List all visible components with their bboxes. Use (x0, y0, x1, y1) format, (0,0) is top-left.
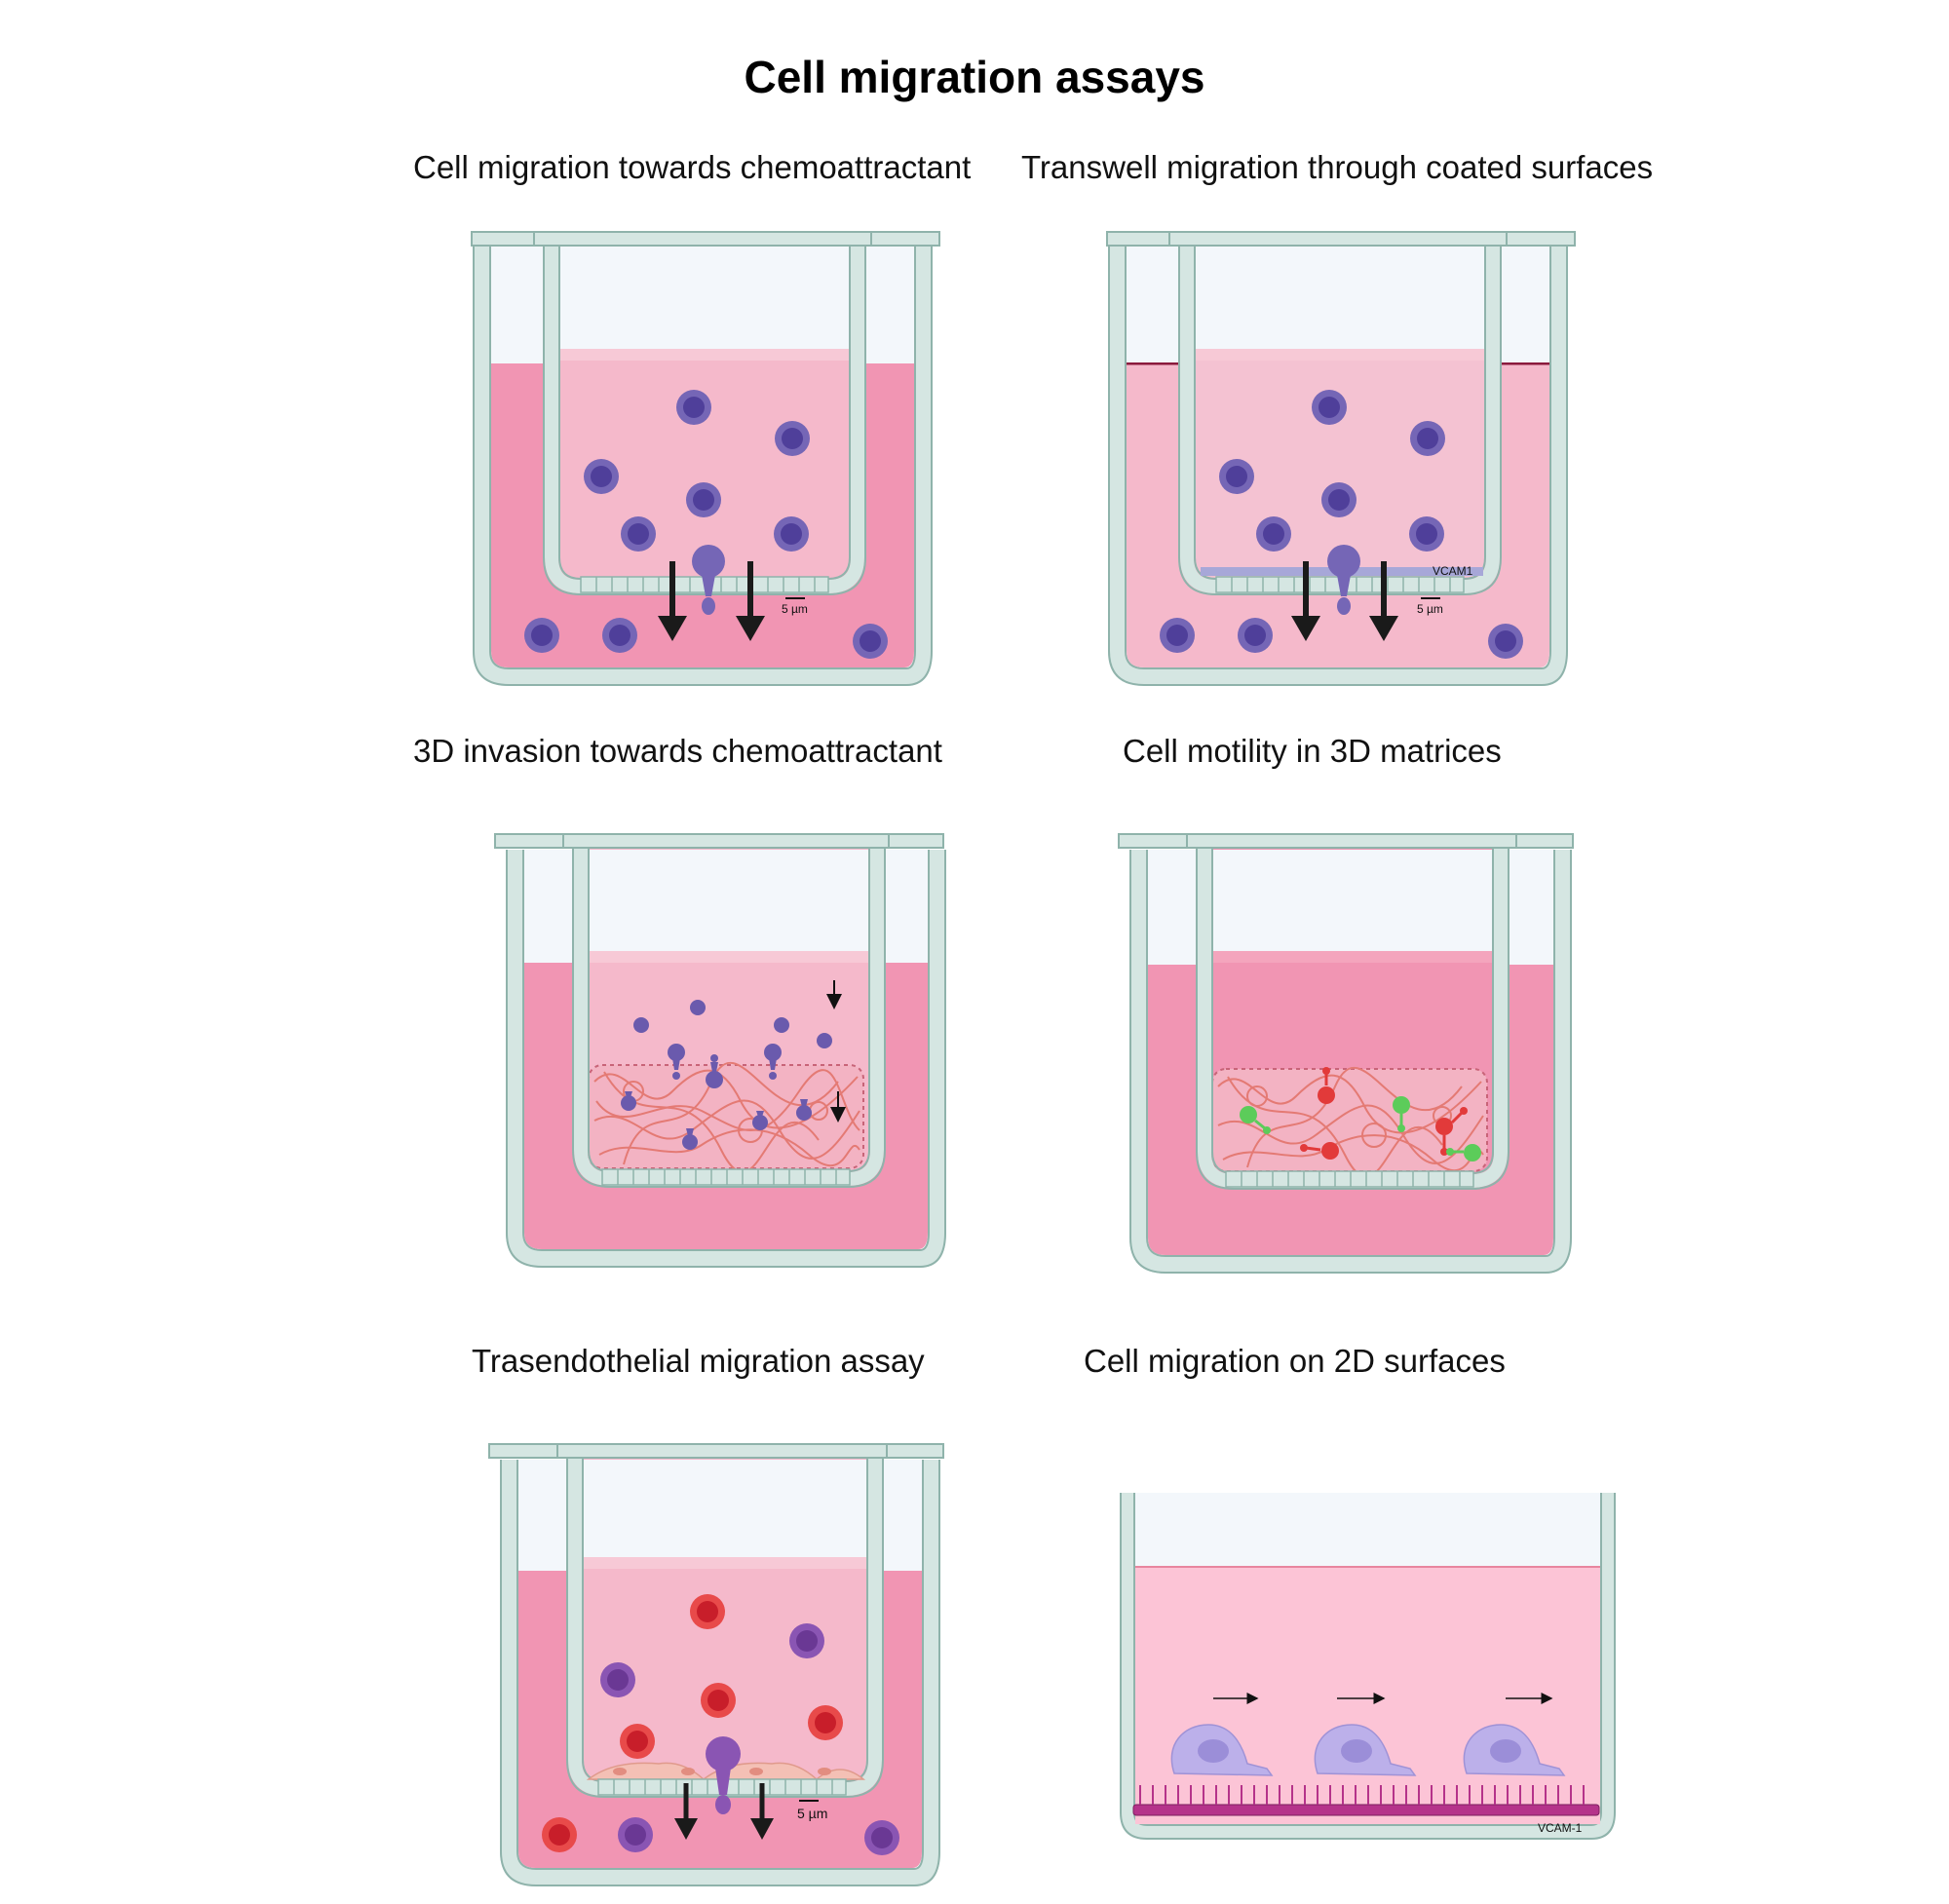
well-panel-1: 5 µm (471, 231, 940, 686)
panel-title-chemoattractant: Cell migration towards chemoattractant (413, 149, 972, 185)
vcam1-label: VCAM1 (1433, 564, 1473, 578)
vcam-1-label: VCAM-1 (1538, 1821, 1583, 1835)
well-panel-5: 5 µm (488, 1443, 944, 1886)
panel-title-transendothelial: Trasendothelial migration assay (472, 1343, 925, 1379)
scale-bar-label-2: 5 µm (1417, 602, 1443, 616)
scale-bar-label: 5 µm (782, 602, 808, 616)
well-panel-3 (494, 833, 946, 1268)
well-panel-2: VCAM1 5 µm (1106, 231, 1576, 686)
crawling-cell-1 (1170, 1724, 1274, 1776)
panel-title-3d-invasion: 3D invasion towards chemoattractant (413, 733, 942, 769)
scale-bar-label-5: 5 µm (797, 1806, 827, 1821)
well-panel-6: VCAM-1 (1120, 1493, 1616, 1840)
panel-title-2d-surfaces: Cell migration on 2D surfaces (1084, 1343, 1506, 1379)
panel-title-3d-motility: Cell motility in 3D matrices (1123, 733, 1502, 769)
crawling-cell-2 (1314, 1724, 1417, 1776)
panel-title-coated-surfaces: Transwell migration through coated surfa… (1021, 149, 1654, 185)
figure-title: Cell migration assays (744, 52, 1205, 102)
crawling-cell-3 (1463, 1724, 1566, 1776)
well-panel-4 (1118, 833, 1574, 1274)
